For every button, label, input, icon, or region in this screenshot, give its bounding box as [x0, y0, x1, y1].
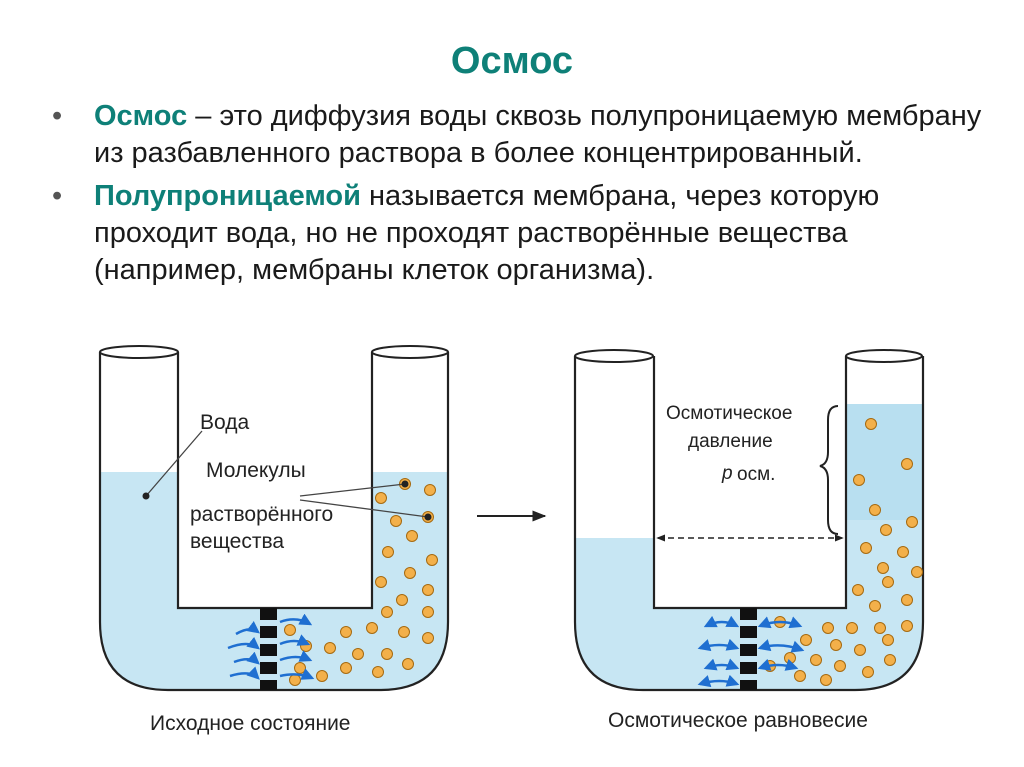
term-osmosis: Осмос [94, 100, 188, 132]
membrane-initial [260, 608, 277, 690]
u-tube-initial: Вода Молекулы растворённого вещества Исх… [98, 345, 450, 735]
label-pressure-1: Осмотическое [666, 403, 792, 424]
slide-title: Осмос [450, 40, 574, 82]
caption-equilibrium: Осмотическое равновесие [608, 709, 868, 732]
solute-particles-initial [284, 478, 438, 686]
label-pressure-2: давление [688, 431, 773, 452]
pressure-brace [819, 405, 839, 535]
label-molecules-3: вещества [190, 530, 284, 553]
label-water: Вода [200, 411, 249, 434]
label-molecules-1: Молекулы [206, 459, 306, 482]
caption-initial: Исходное состояние [150, 712, 350, 735]
water-flow-arrows-initial [227, 613, 315, 680]
label-molecules-2: растворённого [190, 503, 333, 526]
membrane-equilibrium [740, 608, 757, 690]
bullet-semipermeable: • Полупроницаемой называется мембрана, че… [52, 178, 992, 289]
label-pointers-initial [142, 430, 432, 521]
water-initial [100, 472, 448, 690]
label-pressure-symbol: p [721, 463, 733, 484]
bullet-osmosis: • Осмос – это диффузия воды сквозь полупр… [52, 98, 992, 172]
bullet-marker: • [52, 100, 63, 132]
water-flow-arrows-equilibrium [697, 615, 805, 688]
definition-osmosis: – это диффузия воды сквозь полупроницаем… [94, 100, 982, 169]
u-tube-equilibrium: Осмотическое давление p осм. Осмотическо… [573, 349, 925, 732]
term-semipermeable: Полупроницаемой [94, 180, 361, 212]
label-pressure-sub: осм. [737, 464, 775, 485]
bullet-marker: • [52, 180, 63, 212]
water-equilibrium [575, 404, 923, 690]
definition-semipermeable: называется мембрана, через которую прохо… [94, 180, 880, 286]
definition-list: • Осмос – это диффузия воды сквозь полупр… [52, 98, 992, 295]
